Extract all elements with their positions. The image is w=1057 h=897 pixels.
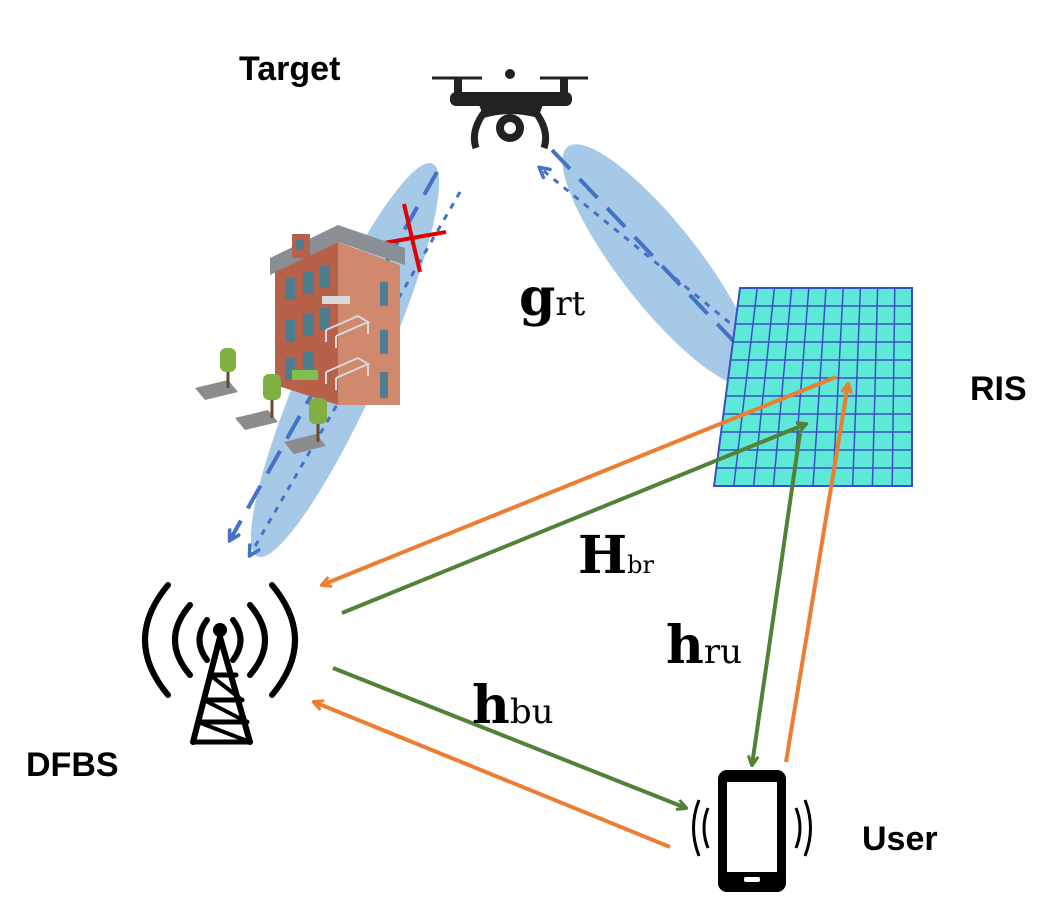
ris-grid-line bbox=[871, 287, 879, 487]
link-dfbs-to-ris bbox=[341, 424, 806, 615]
channel-label-h-bu: hbu bbox=[472, 680, 553, 732]
ris-grid-line bbox=[832, 287, 844, 487]
ris-grid-line bbox=[752, 287, 776, 487]
link-user-to-dfbs bbox=[314, 702, 671, 849]
drone-icon bbox=[432, 69, 588, 150]
tower-icon bbox=[142, 582, 298, 745]
channel-label-h-br: Hbr bbox=[578, 530, 654, 582]
channel-symbol: h bbox=[666, 615, 704, 676]
channel-label-h-ru: hru bbox=[666, 620, 742, 672]
channel-symbol: g bbox=[519, 267, 556, 328]
ris-label: RIS bbox=[970, 370, 1027, 408]
link-dfbs-to-user bbox=[332, 666, 686, 808]
ris-grid-line bbox=[891, 287, 896, 487]
ris-grid-line bbox=[772, 287, 793, 487]
channel-symbol: h bbox=[472, 675, 510, 736]
link-ris-to-dfbs bbox=[322, 375, 837, 585]
ris-grid-line bbox=[812, 287, 827, 487]
channel-subscript: ru bbox=[703, 632, 742, 672]
ris-grid-line bbox=[851, 287, 862, 487]
channel-subscript: br bbox=[627, 551, 654, 579]
tree-icon bbox=[195, 348, 327, 454]
user-label: User bbox=[862, 820, 938, 858]
channel-label-g-rt: grt bbox=[519, 272, 585, 324]
target-label: Target bbox=[239, 50, 341, 88]
link-ris-to-user bbox=[752, 432, 802, 765]
channel-subscript: rt bbox=[555, 284, 586, 324]
blocked-x-icon bbox=[377, 203, 447, 273]
link-user-to-ris bbox=[784, 384, 848, 763]
building-icon bbox=[270, 225, 405, 405]
phone-icon bbox=[692, 770, 812, 892]
dfbs-label: DFBS bbox=[26, 746, 119, 784]
channel-symbol: H bbox=[578, 525, 628, 586]
channel-subscript: bu bbox=[509, 692, 554, 732]
